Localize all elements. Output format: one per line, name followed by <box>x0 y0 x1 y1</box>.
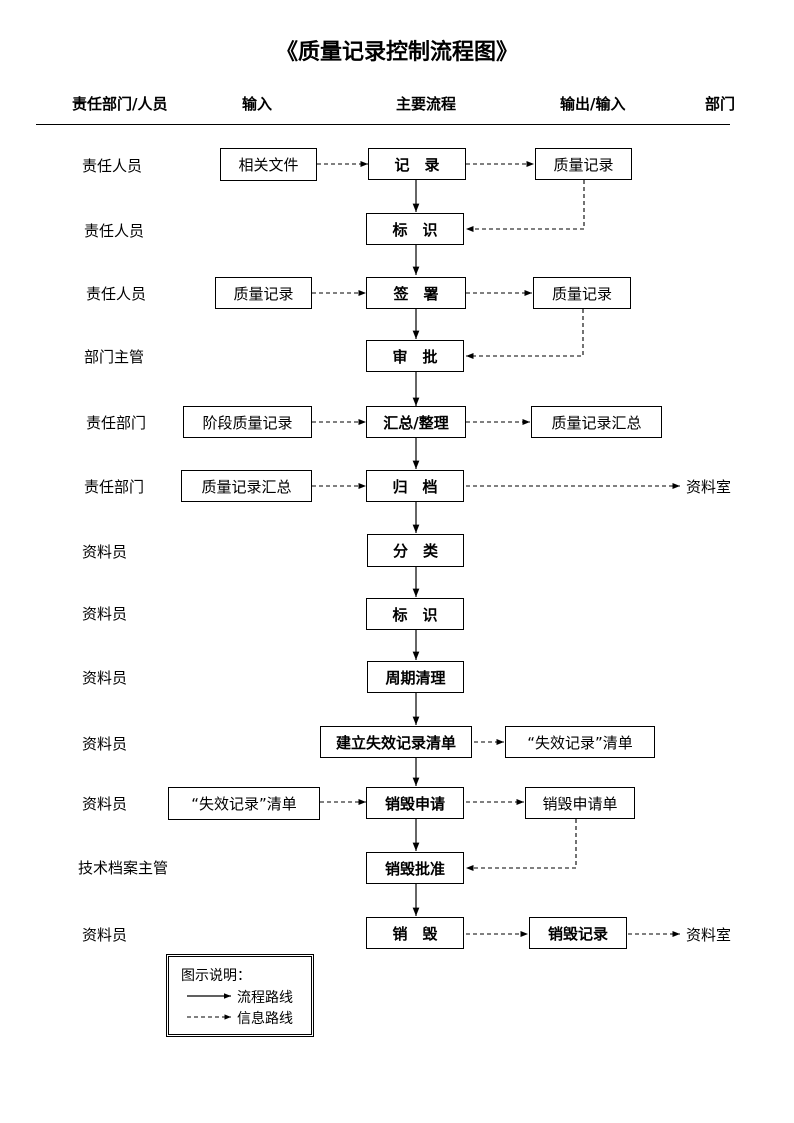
flow-step-destroy: 销 毁 <box>366 917 464 949</box>
destination-label: 资料室 <box>686 478 732 496</box>
output-box: 销毁记录 <box>529 917 627 949</box>
header-dept-person: 责任部门/人员 <box>72 95 168 113</box>
dept-label: 资料员 <box>82 669 128 687</box>
flow-step-destroy-approve: 销毁批准 <box>366 852 464 884</box>
info-arrow <box>466 819 577 872</box>
dept-label: 责任人员 <box>82 157 143 175</box>
flow-step-archive: 归 档 <box>366 470 464 502</box>
input-box: 相关文件 <box>220 148 317 181</box>
flow-step-approve: 审 批 <box>366 340 464 372</box>
dashed-line-icon <box>187 1014 231 1020</box>
header-main-flow: 主要流程 <box>396 95 457 113</box>
dept-label: 责任部门 <box>84 478 145 496</box>
dept-label: 责任部门 <box>86 414 147 432</box>
header-divider <box>36 124 730 125</box>
flow-step-destroy-request: 销毁申请 <box>366 787 464 819</box>
input-box: 质量记录 <box>215 277 312 309</box>
input-box: 质量记录汇总 <box>181 470 312 502</box>
dept-label: 责任人员 <box>84 222 145 240</box>
legend-solid-label: 流程路线 <box>237 990 293 1006</box>
dept-label: 资料员 <box>82 605 128 623</box>
flow-step-periodic-cleanup: 周期清理 <box>367 661 464 693</box>
dept-label: 资料员 <box>82 735 128 753</box>
output-box: “失效记录”清单 <box>505 726 655 758</box>
header-department: 部门 <box>705 95 736 113</box>
legend-dashed-label: 信息路线 <box>237 1011 293 1027</box>
dept-label: 部门主管 <box>84 348 145 366</box>
solid-line-icon <box>187 993 231 999</box>
flow-step-identify: 标 识 <box>366 213 464 245</box>
flow-step-sign: 签 署 <box>366 277 466 309</box>
output-box: 质量记录汇总 <box>531 406 662 438</box>
page-title: 《质量记录控制流程图》 <box>275 39 518 65</box>
destination-label: 资料室 <box>686 926 732 944</box>
flow-step-invalid-list: 建立失效记录清单 <box>320 726 472 758</box>
dept-label: 资料员 <box>82 926 128 944</box>
dept-label: 责任人员 <box>86 285 147 303</box>
dept-label: 资料员 <box>82 795 128 813</box>
legend: 图示说明： 流程路线 信息路线 <box>166 954 314 1037</box>
info-arrow <box>466 309 584 360</box>
input-box: “失效记录”清单 <box>168 787 320 820</box>
header-input: 输入 <box>242 95 273 113</box>
header-output-input: 输出/输入 <box>560 95 626 113</box>
dept-label: 技术档案主管 <box>78 859 169 877</box>
output-box: 质量记录 <box>533 277 631 309</box>
info-arrow <box>466 180 585 233</box>
output-box: 质量记录 <box>535 148 632 180</box>
flow-step-classify: 分 类 <box>367 534 464 567</box>
flow-step-summarize: 汇总/整理 <box>366 406 466 438</box>
flow-step-identify-2: 标 识 <box>366 598 464 630</box>
dept-label: 资料员 <box>82 543 128 561</box>
flow-step-record: 记 录 <box>368 148 466 180</box>
legend-title: 图示说明： <box>181 968 251 984</box>
output-box: 销毁申请单 <box>525 787 635 819</box>
input-box: 阶段质量记录 <box>183 406 312 438</box>
